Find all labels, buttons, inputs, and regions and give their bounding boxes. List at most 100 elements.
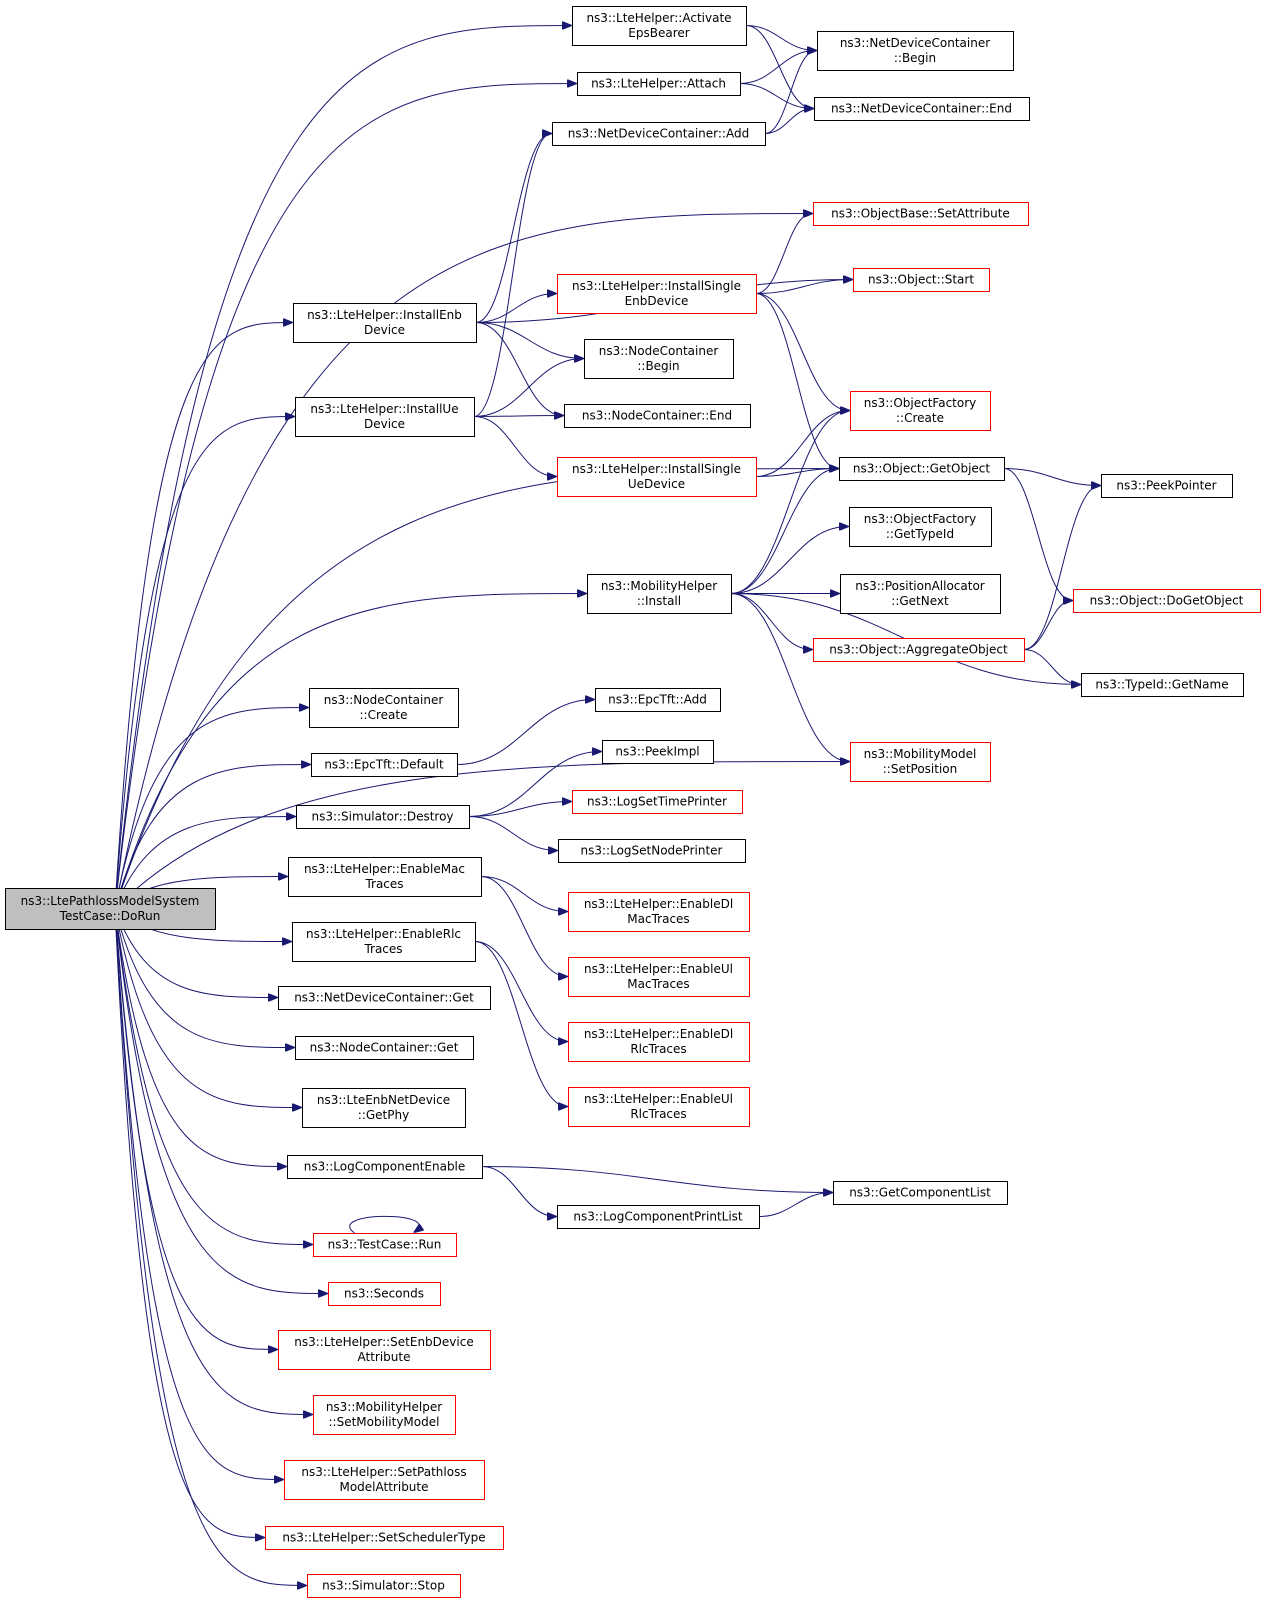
node-box-ndcBegin [817, 31, 1014, 71]
node-label-setAttribute-line-0: ns3::ObjectBase::SetAttribute [831, 207, 1010, 221]
node-ndcBegin[interactable]: ns3::NetDeviceContainer::Begin [817, 31, 1014, 71]
node-label-enableDlMacTraces-line-0: ns3::LteHelper::EnableDl [584, 897, 733, 911]
node-lteEnbGetPhy[interactable]: ns3::LteEnbNetDevice::GetPhy [302, 1088, 466, 1128]
node-box-simStop [307, 1574, 461, 1598]
node-paGetNext[interactable]: ns3::PositionAllocator::GetNext [840, 574, 1001, 614]
call-edge-root-to-seconds [114, 908, 327, 1294]
node-ndcEnd[interactable]: ns3::NetDeviceContainer::End [814, 97, 1030, 121]
node-doGetObject[interactable]: ns3::Object::DoGetObject [1073, 589, 1261, 613]
node-label-ncBegin-line-0: ns3::NodeContainer [599, 344, 719, 358]
node-ofGetTypeId[interactable]: ns3::ObjectFactory::GetTypeId [849, 507, 992, 547]
node-simStop[interactable]: ns3::Simulator::Stop [307, 1574, 461, 1598]
node-simDestroy[interactable]: ns3::Simulator::Destroy [296, 805, 470, 829]
call-edge-root-to-setSchedulerType [114, 908, 264, 1538]
call-edge-installUe-to-ncBegin [473, 359, 583, 417]
node-label-seconds-line-0: ns3::Seconds [344, 1287, 424, 1301]
node-epcTftAdd[interactable]: ns3::EpcTft::Add [595, 688, 721, 712]
call-edge-mhInstall-to-ofGetTypeId [730, 527, 848, 594]
node-box-seconds [328, 1282, 441, 1306]
node-box-simDestroy [296, 805, 470, 829]
node-label-setSchedulerType-line-0: ns3::LteHelper::SetSchedulerType [282, 1531, 485, 1545]
node-box-peekImpl [602, 740, 714, 764]
node-box-enableUlMacTraces [568, 957, 750, 997]
node-ndcGet[interactable]: ns3::NetDeviceContainer::Get [278, 986, 491, 1010]
call-edge-aggregateObject-to-peekPointer [1023, 486, 1100, 650]
node-mhInstall[interactable]: ns3::MobilityHelper::Install [587, 574, 732, 614]
node-peekImpl[interactable]: ns3::PeekImpl [602, 740, 714, 764]
call-edge-installEnb-to-ncEnd [475, 322, 563, 416]
node-logSetTimePrinter[interactable]: ns3::LogSetTimePrinter [572, 790, 743, 814]
node-ofCreate[interactable]: ns3::ObjectFactory::Create [850, 391, 991, 431]
node-aggregateObject[interactable]: ns3::Object::AggregateObject [813, 638, 1025, 662]
node-setPathlossAttr[interactable]: ns3::LteHelper::SetPathlossModelAttribut… [284, 1460, 485, 1500]
call-edge-root-to-installEnb [114, 323, 292, 909]
node-logComponentPrintList[interactable]: ns3::LogComponentPrintList [557, 1205, 760, 1229]
node-box-enableUlRlcTraces [568, 1087, 750, 1127]
node-label-enableDlRlcTraces-line-0: ns3::LteHelper::EnableDl [584, 1027, 733, 1041]
node-label-installUe-line-0: ns3::LteHelper::InstallUe [310, 402, 458, 416]
node-ndcAdd[interactable]: ns3::NetDeviceContainer::Add [552, 122, 766, 146]
node-getComponentList[interactable]: ns3::GetComponentList [833, 1181, 1008, 1205]
node-label-enableRlcTraces-line-0: ns3::LteHelper::EnableRlc [306, 927, 461, 941]
node-label-mmSetPosition-line-1: ::SetPosition [883, 762, 958, 776]
call-edge-installUe-to-ncEnd [473, 416, 563, 417]
node-label-installSingleUe-line-1: UeDevice [628, 477, 685, 491]
call-edge-root-to-logComponentEnable [114, 908, 286, 1167]
node-layer: ns3::LtePathlossModelSystemTestCase::DoR… [5, 6, 1261, 1598]
node-getObject[interactable]: ns3::Object::GetObject [839, 457, 1005, 481]
call-edge-getObject-to-peekPointer [1003, 468, 1100, 486]
node-label-enableUlMacTraces-line-0: ns3::LteHelper::EnableUl [584, 962, 733, 976]
node-label-activateEpsBearer-line-0: ns3::LteHelper::Activate [586, 11, 731, 25]
node-label-enableMacTraces-line-0: ns3::LteHelper::EnableMac [304, 862, 465, 876]
node-peekPointer[interactable]: ns3::PeekPointer [1101, 474, 1233, 498]
node-box-peekPointer [1101, 474, 1233, 498]
node-setAttribute[interactable]: ns3::ObjectBase::SetAttribute [813, 202, 1029, 226]
node-typeIdGetName[interactable]: ns3::TypeId::GetName [1081, 673, 1244, 697]
node-box-setAttribute [813, 202, 1029, 226]
node-box-epcTftDefault [311, 753, 458, 777]
node-label-ofCreate-line-0: ns3::ObjectFactory [864, 396, 977, 410]
node-objectStart[interactable]: ns3::Object::Start [853, 268, 990, 292]
call-edge-aggregateObject-to-doGetObject [1023, 601, 1072, 650]
node-attach[interactable]: ns3::LteHelper::Attach [577, 72, 741, 96]
node-setSchedulerType[interactable]: ns3::LteHelper::SetSchedulerType [265, 1526, 504, 1550]
node-label-ndcBegin-line-0: ns3::NetDeviceContainer [840, 36, 990, 50]
node-ncGet[interactable]: ns3::NodeContainer::Get [295, 1036, 474, 1060]
node-epcTftDefault[interactable]: ns3::EpcTft::Default [311, 753, 458, 777]
node-label-epcTftAdd-line-0: ns3::EpcTft::Add [608, 693, 707, 707]
node-mmSetPosition[interactable]: ns3::MobilityModel::SetPosition [850, 742, 991, 782]
node-box-installSingleEnb [557, 274, 757, 314]
node-ncEnd[interactable]: ns3::NodeContainer::End [564, 404, 751, 428]
node-root[interactable]: ns3::LtePathlossModelSystemTestCase::DoR… [5, 888, 216, 930]
node-box-installUe [295, 397, 475, 437]
node-label-simStop-line-0: ns3::Simulator::Stop [322, 1579, 445, 1593]
node-logComponentEnable[interactable]: ns3::LogComponentEnable [287, 1155, 483, 1179]
node-seconds[interactable]: ns3::Seconds [328, 1282, 441, 1306]
node-ncCreate[interactable]: ns3::NodeContainer::Create [309, 688, 459, 728]
call-edge-enableRlcTraces-to-enableUlRlcTraces [474, 941, 567, 1107]
call-edge-mhInstall-to-mmSetPosition [730, 593, 849, 762]
node-ncBegin[interactable]: ns3::NodeContainer::Begin [584, 339, 734, 379]
node-testCaseRun[interactable]: ns3::TestCase::Run [313, 1233, 457, 1257]
node-label-enableMacTraces-line-1: Traces [364, 877, 403, 891]
node-label-ncCreate-line-1: ::Create [360, 708, 408, 722]
node-box-ncBegin [584, 339, 734, 379]
call-edge-root-to-simDestroy [114, 817, 295, 909]
call-edge-installEnb-to-installSingleEnb [475, 294, 556, 323]
call-edge-testCaseRun-to-testCaseRun [349, 1215, 420, 1234]
node-label-setPathlossAttr-line-1: ModelAttribute [339, 1480, 428, 1494]
node-logSetNodePrinter[interactable]: ns3::LogSetNodePrinter [558, 839, 746, 863]
node-setMobilityModel[interactable]: ns3::MobilityHelper::SetMobilityModel [313, 1395, 456, 1435]
